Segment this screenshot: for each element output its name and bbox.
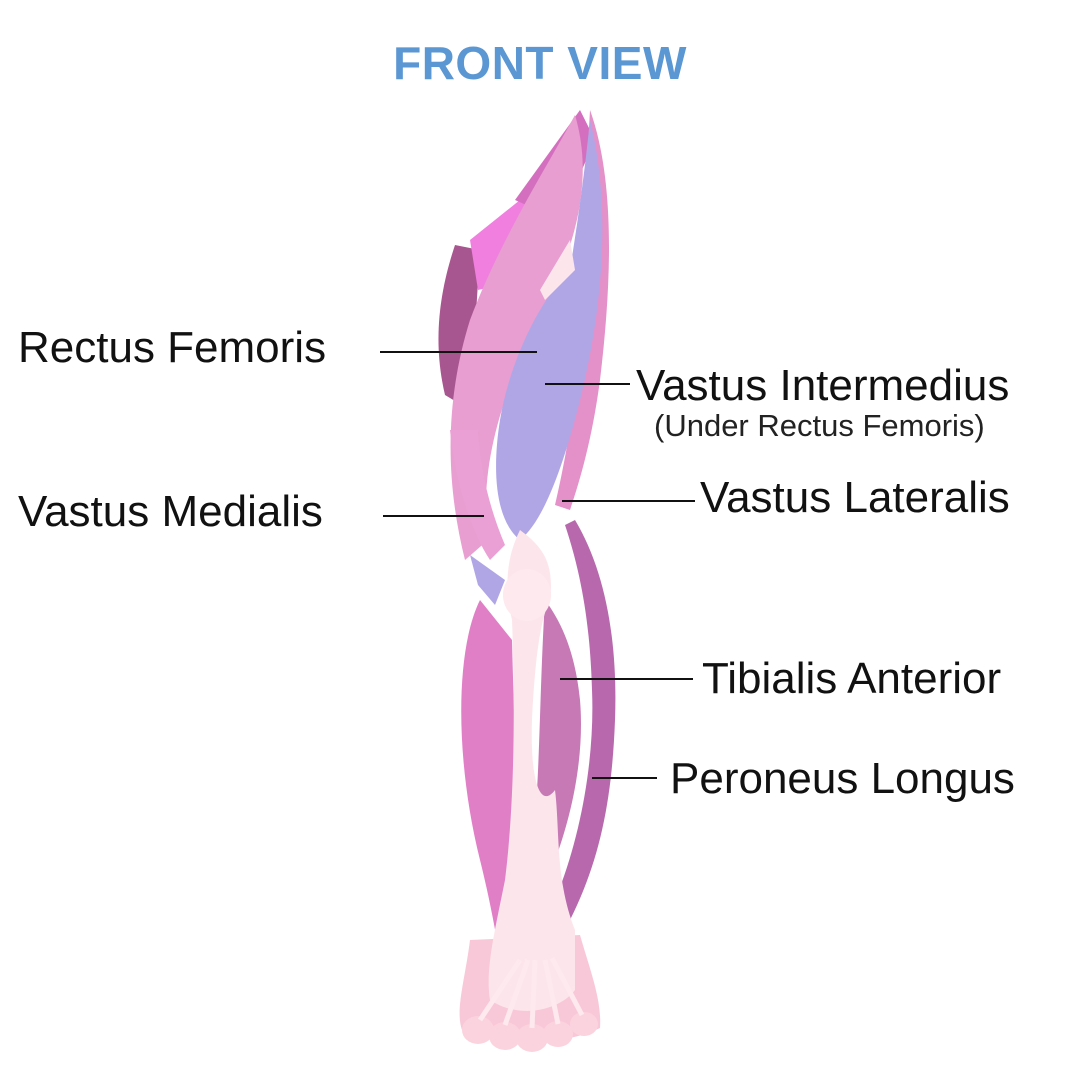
foot-tendon-lines (477, 956, 585, 1029)
knee-lavender (470, 555, 505, 605)
vastus-intermedius-label: Vastus Intermedius (636, 361, 1010, 410)
toes (462, 1012, 598, 1052)
vastus-medialis-muscle (450, 430, 505, 560)
rectus-femoris-muscle (450, 115, 583, 560)
peroneus-longus-muscle (555, 520, 616, 920)
vastus-lateralis-label: Vastus Lateralis (700, 473, 1010, 522)
peroneus-longus-label: Peroneus Longus (670, 754, 1015, 803)
patella-tibia-tendon (488, 530, 575, 1011)
vastus-intermedius-muscle (496, 120, 603, 540)
tibialis-anterior-label: Tibialis Anterior (702, 654, 1002, 703)
thigh-tendon-streak (540, 240, 575, 300)
leg-illustration (438, 110, 616, 1052)
patella (503, 569, 551, 621)
leader-lines (380, 351, 695, 779)
vastus-intermedius-note: (Under Rectus Femoris) (654, 408, 985, 443)
rectus-femoris-label: Rectus Femoris (18, 323, 327, 372)
tibialis-anterior-muscle (535, 600, 581, 860)
page-title: FRONT VIEW (393, 37, 687, 89)
vastus-medialis-label: Vastus Medialis (18, 487, 323, 536)
